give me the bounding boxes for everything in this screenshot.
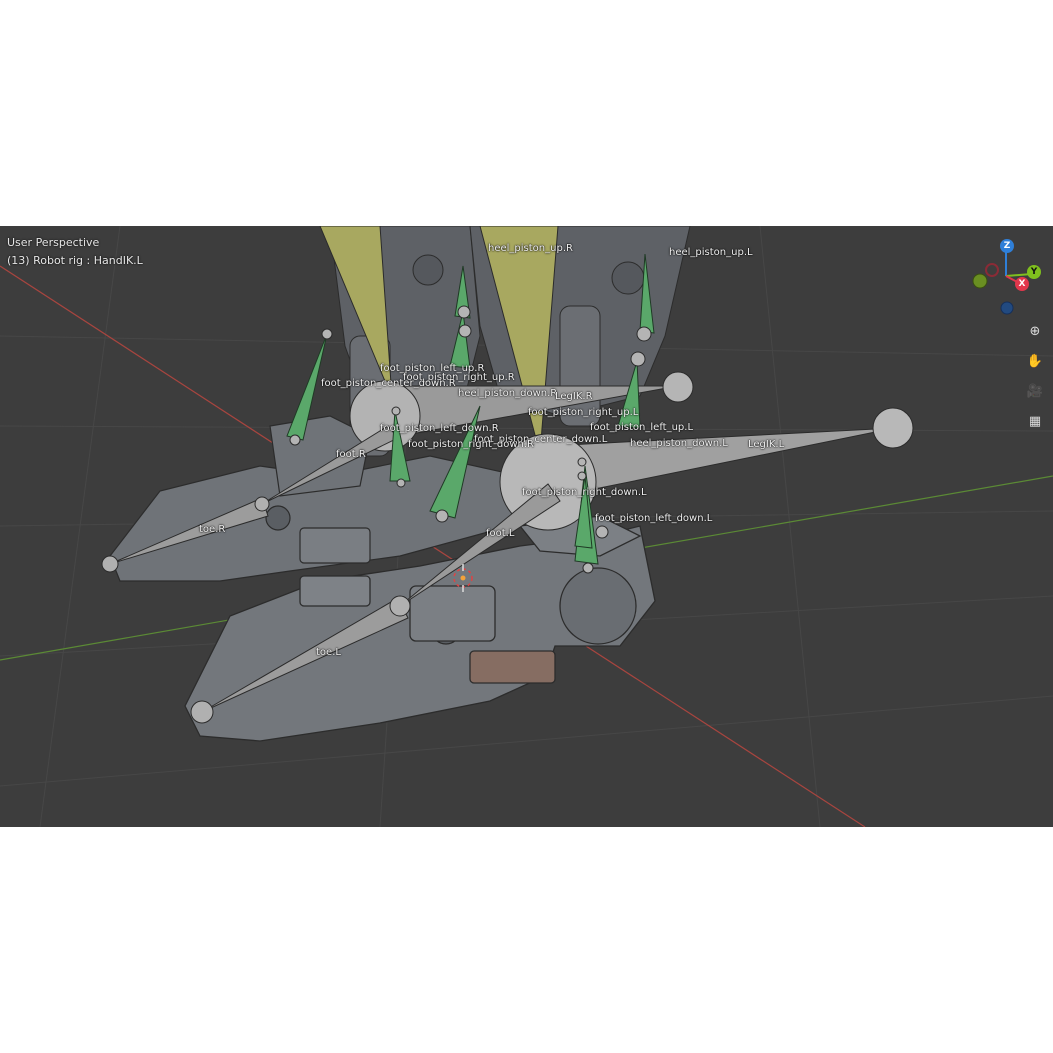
bone-label: foot_piston_center_down.R (321, 378, 456, 389)
gizmo-x-button[interactable]: X (1015, 277, 1029, 291)
3d-viewport[interactable]: User Perspective (13) Robot rig : HandIK… (0, 226, 1053, 827)
bone-label: foot.L (486, 528, 515, 539)
navigation-gizmo[interactable]: Z Y X (966, 234, 1050, 318)
bone-label: foot_piston_center_down.L (474, 434, 608, 445)
foot-l-bone (399, 483, 561, 607)
zoom-icon[interactable]: ⊕ (1029, 323, 1041, 339)
object-info-label: (13) Robot rig : HandIK.L (7, 254, 143, 267)
bone-label: foot_piston_right_down.R (408, 439, 534, 450)
ortho-grid-icon[interactable]: ▦ (1028, 413, 1042, 429)
bone-label: LegIK.R (555, 391, 593, 402)
gizmo-z-button[interactable]: Z (1000, 239, 1014, 253)
bone-label: heel_piston_down.R (458, 388, 558, 399)
bone-label: heel_piston_up.R (488, 243, 573, 254)
bone-label: foot_piston_left_down.L (595, 513, 713, 524)
bone-label: foot_piston_right_up.R (403, 372, 515, 383)
yellow-bone-r (319, 226, 393, 399)
bone-label: foot_piston_left_down.R (380, 423, 499, 434)
bone-label: foot_piston_left_up.R (380, 363, 485, 374)
bone-label: heel_piston_up.L (669, 247, 753, 258)
hand-pan-icon[interactable]: ✋ (1026, 353, 1044, 369)
scene-canvas[interactable] (0, 226, 1053, 827)
bone-label: foot_piston_right_down.L (522, 487, 647, 498)
camera-view-icon[interactable]: 🎥 (1026, 383, 1044, 399)
bone-label: LegIK.L (748, 439, 785, 450)
bone-label: toe.L (316, 647, 341, 658)
bone-joints (289, 305, 652, 574)
green-piston-bones (286, 253, 655, 565)
bone-label: toe.R (199, 524, 226, 535)
bone-label: heel_piston_down.L (630, 438, 728, 449)
legik-r-head (349, 380, 421, 452)
bone-label: foot_piston_left_up.L (590, 422, 694, 433)
bone-label: foot_piston_right_up.L (528, 407, 639, 418)
gizmo-y-button[interactable]: Y (1027, 265, 1041, 279)
bone-label: foot.R (336, 449, 366, 460)
view-name-label: User Perspective (7, 236, 100, 249)
legik-l-tail (872, 407, 914, 449)
3d-cursor (453, 564, 473, 592)
legik-r-tail (662, 371, 694, 403)
